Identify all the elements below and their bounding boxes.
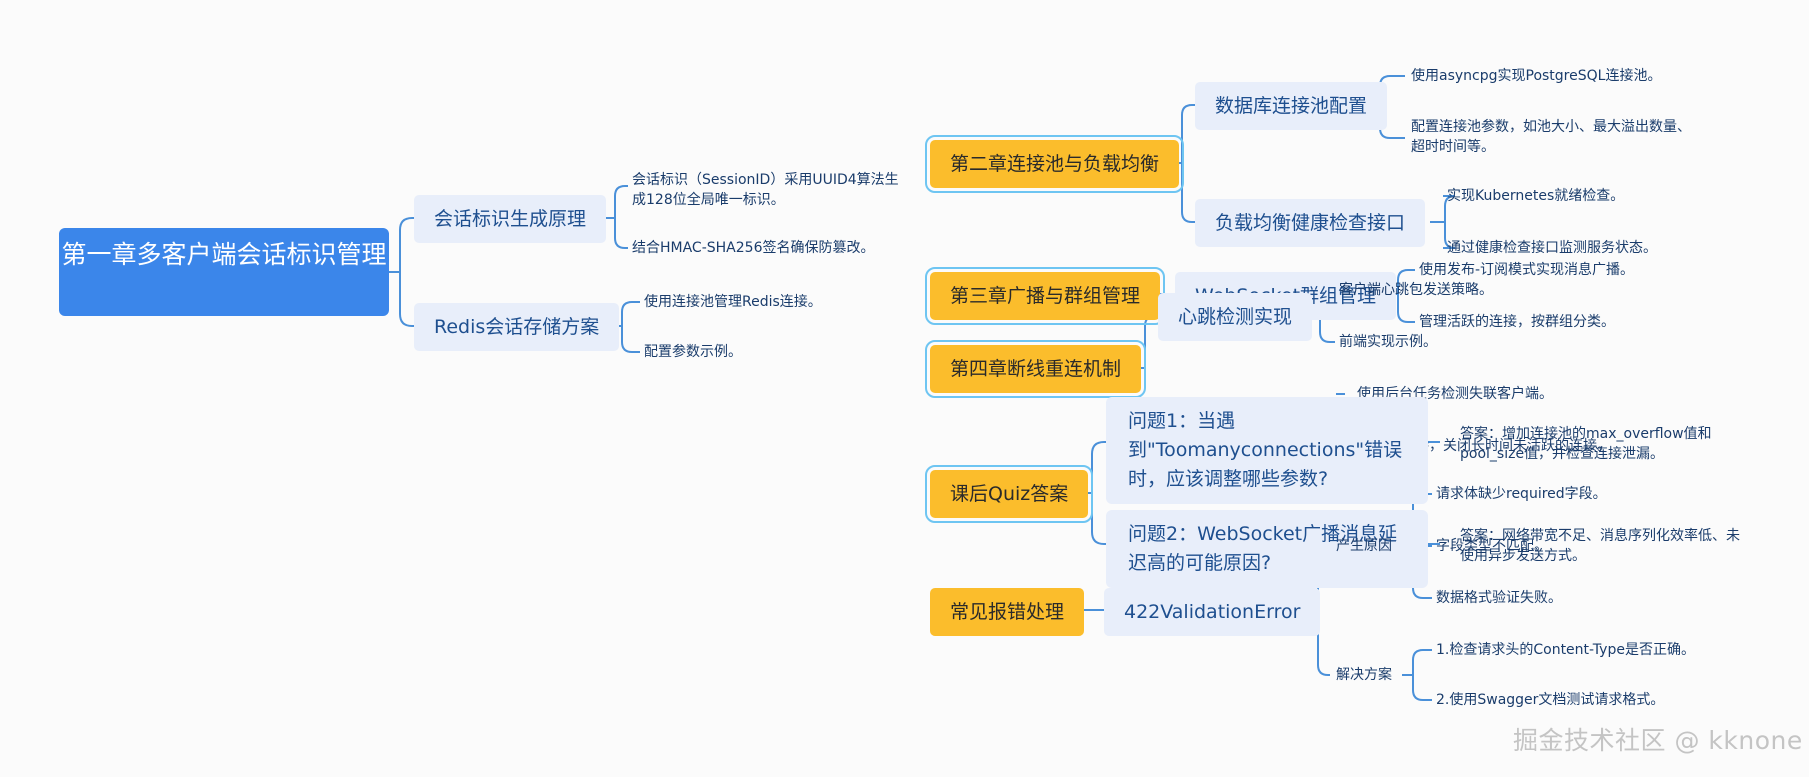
root-title: 第一章多客户端会话标识管理 bbox=[61, 240, 387, 269]
leaf-swagger-test: 2.使用Swagger文档测试请求格式。 bbox=[1436, 692, 1665, 708]
subtopic-label: 心跳检测实现 bbox=[1178, 306, 1293, 328]
chapter-label: 第三章广播与群组管理 bbox=[950, 285, 1141, 307]
answer-1: 答案：增加连接池的max_overflow值和pool_size值，并检查连接泄… bbox=[1460, 426, 1712, 462]
solution-label: 解决方案 bbox=[1336, 667, 1392, 683]
leaf-missing-required: 请求体缺少required字段。 bbox=[1436, 486, 1607, 502]
leaf-pubsub-broadcast: 使用发布-订阅模式实现消息广播。 bbox=[1419, 262, 1635, 278]
subtopic-label: 负载均衡健康检查接口 bbox=[1215, 212, 1406, 234]
subtopic-422-validation-error[interactable]: 422ValidationError bbox=[1104, 588, 1321, 636]
subtopic-health-check[interactable]: 负载均衡健康检查接口 bbox=[1195, 199, 1426, 247]
leaf-active-connections: 管理活跃的连接，按群组分类。 bbox=[1419, 314, 1615, 330]
chapter-label: 常见报错处理 bbox=[950, 601, 1065, 623]
subtopic-heartbeat[interactable]: 心跳检测实现 bbox=[1158, 293, 1313, 341]
leaf-config-example: 配置参数示例。 bbox=[644, 344, 742, 360]
answer-2: 答案：网络带宽不足、消息序列化效率低、未使用异步发送方式。 bbox=[1460, 528, 1740, 564]
subtopic-redis-storage[interactable]: Redis会话存储方案 bbox=[414, 303, 620, 351]
errors-topic[interactable]: 常见报错处理 bbox=[930, 588, 1085, 636]
leaf-close-idle: 接，关闭长时间未活跃的连接。 bbox=[1415, 438, 1611, 454]
leaf-k8s-readiness: 实现Kubernetes就绪检查。 bbox=[1447, 188, 1625, 204]
subtopic-session-id-principle[interactable]: 会话标识生成原理 bbox=[414, 195, 607, 243]
root-topic[interactable]: 第一章多客户端会话标识管理 bbox=[59, 228, 389, 316]
watermark: 掘金技术社区 @ kknone bbox=[1513, 726, 1803, 755]
quiz-question-1[interactable]: 问题1：当遇到"Toomanyconnections"错误时，应该调整哪些参数? bbox=[1106, 397, 1428, 504]
leaf-frontend-example: 前端实现示例。 bbox=[1339, 334, 1437, 350]
question-text: 问题1：当遇到"Toomanyconnections"错误时，应该调整哪些参数? bbox=[1128, 410, 1403, 490]
leaf-client-heartbeat: 客户端心跳包发送策略。 bbox=[1339, 282, 1493, 298]
quiz-question-2[interactable]: 问题2：WebSocket广播消息延迟高的可能原因? bbox=[1106, 510, 1428, 588]
subtopic-label: 数据库连接池配置 bbox=[1215, 95, 1368, 117]
leaf-pool-params: 配置连接池参数，如池大小、最大溢出数量、超时时间等。 bbox=[1411, 119, 1691, 155]
subtopic-db-pool[interactable]: 数据库连接池配置 bbox=[1195, 82, 1388, 130]
quiz-topic[interactable]: 课后Quiz答案 bbox=[924, 465, 1094, 523]
leaf-health-monitor: 通过健康检查接口监测服务状态。 bbox=[1447, 240, 1657, 256]
question-text: 问题2：WebSocket广播消息延迟高的可能原因? bbox=[1128, 523, 1398, 574]
chapter-3-topic[interactable]: 第三章广播与群组管理 bbox=[924, 267, 1166, 325]
leaf-check-content-type: 1.检查请求头的Content-Type是否正确。 bbox=[1436, 642, 1695, 658]
chapter-label: 课后Quiz答案 bbox=[950, 483, 1069, 505]
subtopic-label: 会话标识生成原理 bbox=[434, 208, 587, 230]
subtopic-label: 422ValidationError bbox=[1124, 601, 1301, 623]
leaf-asyncpg-pool: 使用asyncpg实现PostgreSQL连接池。 bbox=[1411, 68, 1662, 84]
cause-label: 产生原因 bbox=[1336, 538, 1392, 554]
leaf-session-id-uuid: 会话标识（SessionID）采用UUID4算法生成128位全局唯一标识。 bbox=[632, 172, 899, 208]
chapter-label: 第四章断线重连机制 bbox=[950, 358, 1122, 380]
leaf-format-failed: 数据格式验证失败。 bbox=[1436, 590, 1562, 606]
chapter-label: 第二章连接池与负载均衡 bbox=[950, 153, 1160, 175]
leaf-hmac-signature: 结合HMAC-SHA256签名确保防篡改。 bbox=[632, 240, 875, 256]
subtopic-label: Redis会话存储方案 bbox=[434, 316, 600, 338]
chapter-4-topic[interactable]: 第四章断线重连机制 bbox=[924, 340, 1147, 398]
leaf-type-mismatch: 字段类型不匹配。 bbox=[1436, 538, 1548, 554]
leaf-redis-pool: 使用连接池管理Redis连接。 bbox=[644, 294, 822, 310]
chapter-2-topic[interactable]: 第二章连接池与负载均衡 bbox=[924, 135, 1185, 193]
